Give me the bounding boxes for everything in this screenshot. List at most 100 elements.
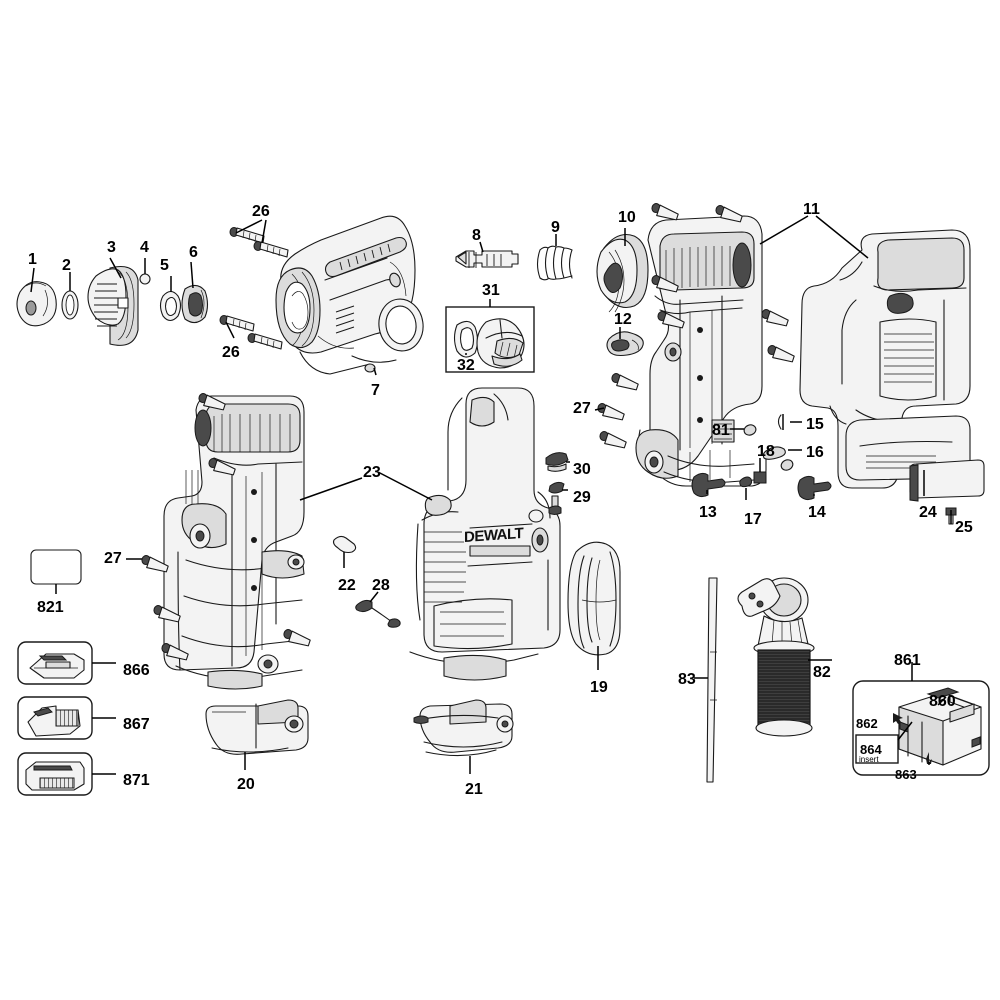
callout-31: 31 [482,282,500,299]
callout-22: 22 [338,577,356,594]
part-17-screw [739,476,753,500]
part-2-o-ring [61,290,79,320]
part-12-lever [606,331,644,357]
callout-27-left: 27 [104,550,122,567]
part-81-pin [730,424,757,436]
callout-866: 866 [123,662,150,679]
part-15-clip [777,414,802,430]
callout-3: 3 [107,239,116,256]
callout-864: 864 [860,742,882,757]
part-14-brush-holder [797,475,832,501]
part-20-receiver-cover [205,699,309,770]
callout-16: 16 [806,444,824,461]
part-4-ball [139,273,151,285]
part-30-switch-contact [545,452,570,472]
callout-7: 7 [371,382,380,399]
callout-23: 23 [363,464,381,481]
callout-10: 10 [618,209,636,226]
callout-29: 29 [573,489,591,506]
part-871-battery-pack [17,752,116,796]
leader-11 [759,215,869,259]
callout-81: 81 [712,422,730,439]
callout-28: 28 [372,577,390,594]
callout-18: 18 [757,443,775,460]
callout-82: 82 [813,664,831,681]
part-21-receiver-cover [413,699,514,774]
callout-2: 2 [62,257,71,274]
dewalt-brand-mark: DEWALT [464,524,524,547]
part-861-kit-box-group [852,662,990,776]
part-16-pin [762,446,802,460]
callout-21: 21 [465,781,483,798]
callout-30: 30 [573,461,591,478]
callout-24: 24 [919,504,937,521]
part-25-screw [945,507,957,525]
callout-863: 863 [895,767,917,782]
callout-83: 83 [678,671,696,688]
part-27-screws-right-cluster [594,203,795,449]
callout-11: 11 [803,201,820,218]
part-11-motor-housing-left [635,215,767,487]
part-10-rubber-boot [596,233,649,313]
part-11-motor-housing-right [799,229,971,489]
leader-8 [479,241,484,253]
callout-1: 1 [28,251,37,268]
brand-nameplate [467,523,533,567]
callout-12: 12 [614,311,632,328]
callout-861: 861 [894,652,921,669]
callout-20: 20 [237,776,255,793]
callout-14: 14 [808,504,826,521]
callout-867: 867 [123,716,150,733]
callout-25: 25 [955,519,973,536]
leader-1 [30,267,35,293]
leader-6 [190,261,194,289]
part-867-battery-pack [17,696,116,740]
callout-864-insert-note: insert [859,755,879,764]
callout-9: 9 [551,219,560,236]
callout-26-top: 26 [252,203,270,220]
callout-871: 871 [123,772,150,789]
part-23-clamshell-left [163,395,305,690]
callout-13: 13 [699,504,717,521]
callout-17: 17 [744,511,762,528]
part-19-grip-sleeve [567,541,621,656]
part-18-magnet [753,458,767,484]
part-28-wire-lead [355,591,401,628]
callout-862: 862 [856,716,878,731]
part-9-spring [536,245,573,281]
part-821-warning-label [30,549,82,594]
part-82-side-handle [737,577,832,737]
leader-7 [373,367,377,376]
part-1-end-cap [16,281,57,327]
part-5-retaining-ring [159,290,182,322]
part-26-screws-top [229,219,289,258]
leader-3 [109,257,122,279]
part-misc-washer-near-18 [780,459,794,471]
callout-6: 6 [189,244,198,261]
callout-860: 860 [929,693,956,710]
part-22-pin [332,535,357,568]
callout-19: 19 [590,679,608,696]
callout-5: 5 [160,257,169,274]
callout-27-right: 27 [573,400,591,417]
callout-821: 821 [37,599,64,616]
leader-23 [299,471,433,501]
callout-4: 4 [140,239,149,256]
part-13-brush-holder [691,472,726,498]
part-7-gear-case [275,215,424,375]
part-24-label-plate [909,459,985,502]
part-29-terminal [548,481,568,515]
part-3-chuck-body [87,265,139,346]
part-23-clamshell-right [409,387,561,681]
part-8-spindle [455,250,519,268]
callout-15: 15 [806,416,824,433]
part-866-battery-pack [17,641,116,685]
callout-8: 8 [472,227,481,244]
part-26-screws-bottom [219,315,283,350]
callout-32: 32 [457,357,475,374]
callout-26-bottom: 26 [222,344,240,361]
part-83-depth-rod [694,577,718,783]
part-27-screws-left-cluster [126,393,311,661]
